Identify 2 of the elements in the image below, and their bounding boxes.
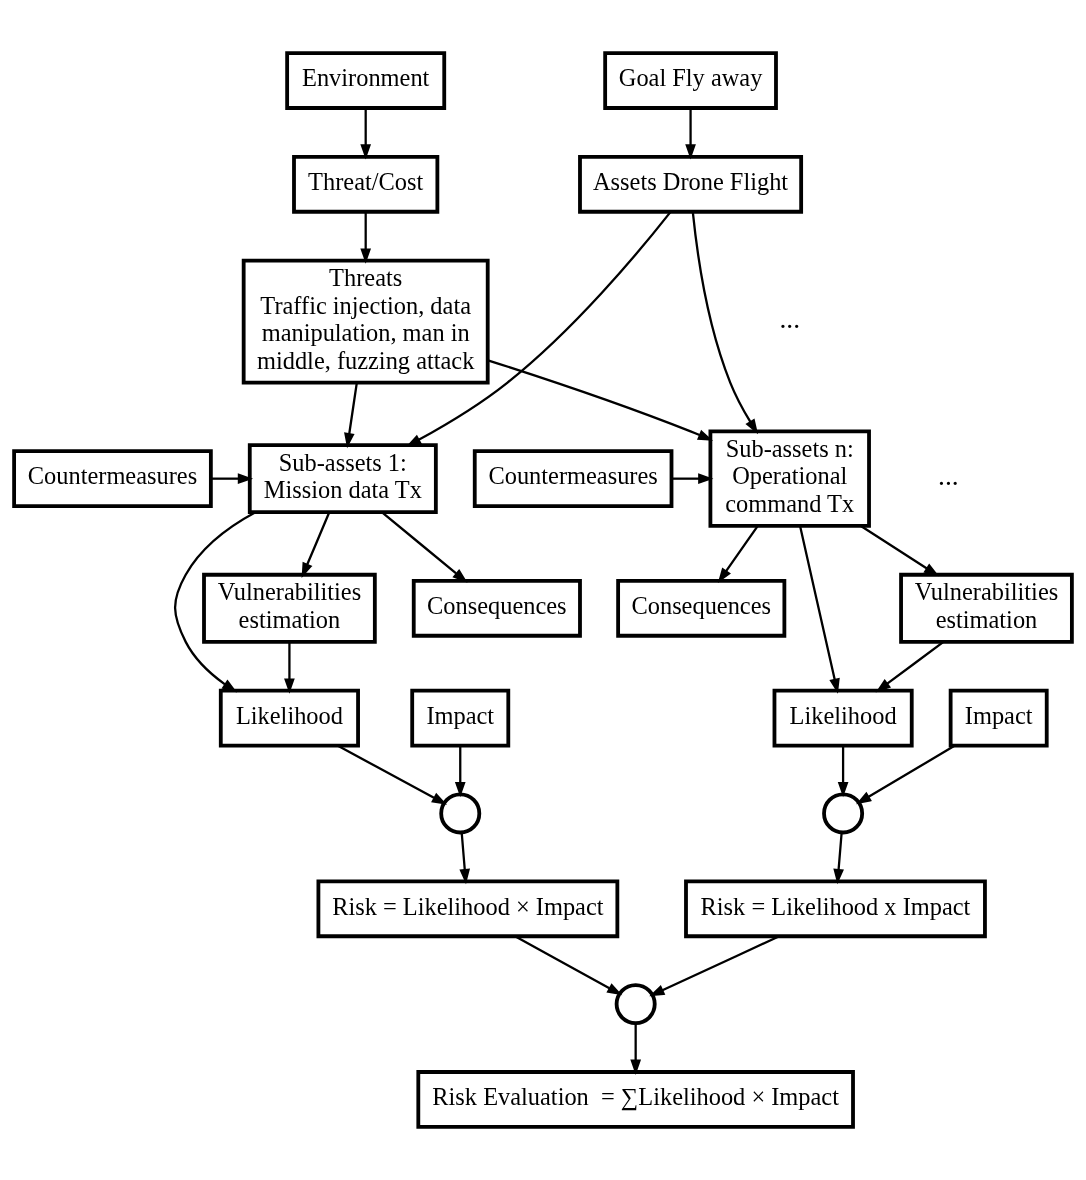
label: ...	[779, 304, 800, 335]
label: ...	[938, 461, 959, 492]
